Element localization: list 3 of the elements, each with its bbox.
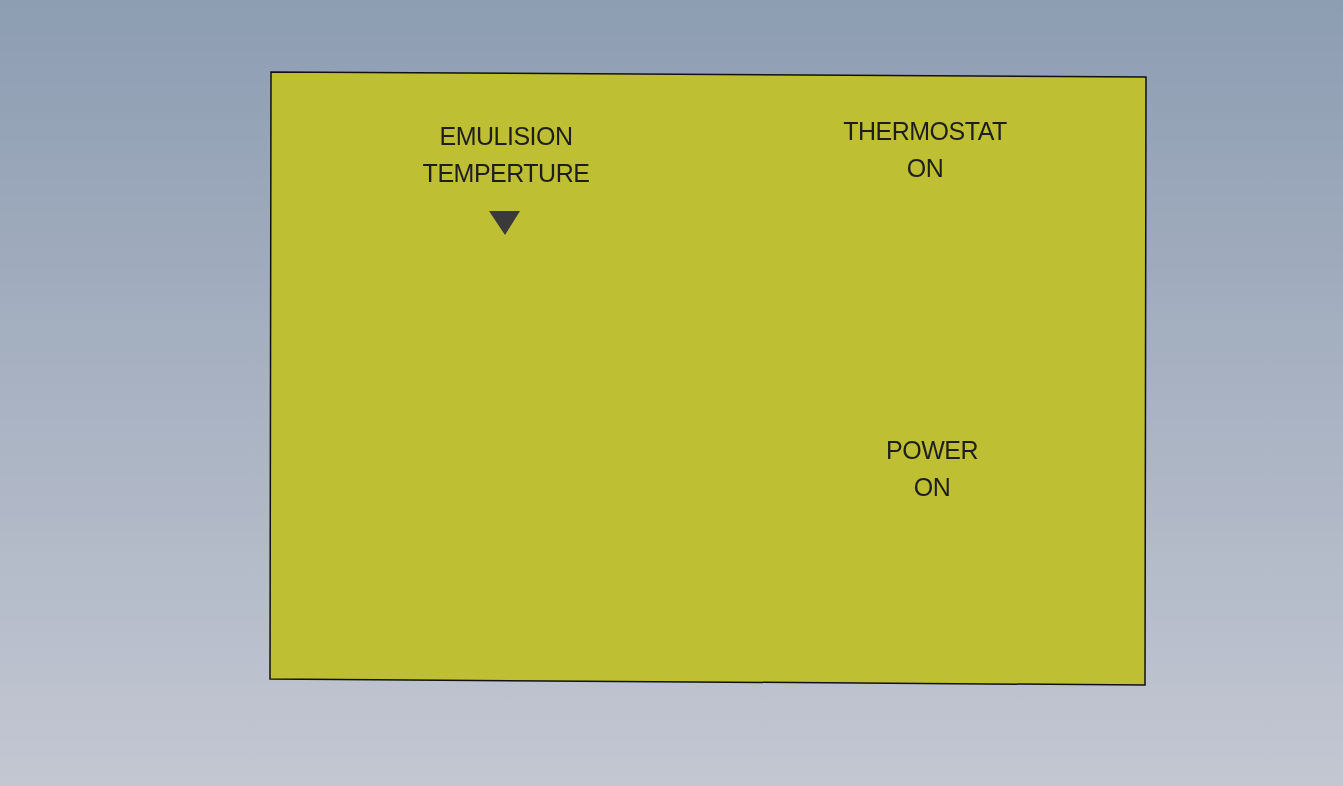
panel-label: THERMOSTAT ON bbox=[842, 116, 1008, 184]
panel-label: EMULISION TEMPERTURE bbox=[421, 121, 591, 189]
panel-label: POWER ON bbox=[885, 435, 979, 503]
